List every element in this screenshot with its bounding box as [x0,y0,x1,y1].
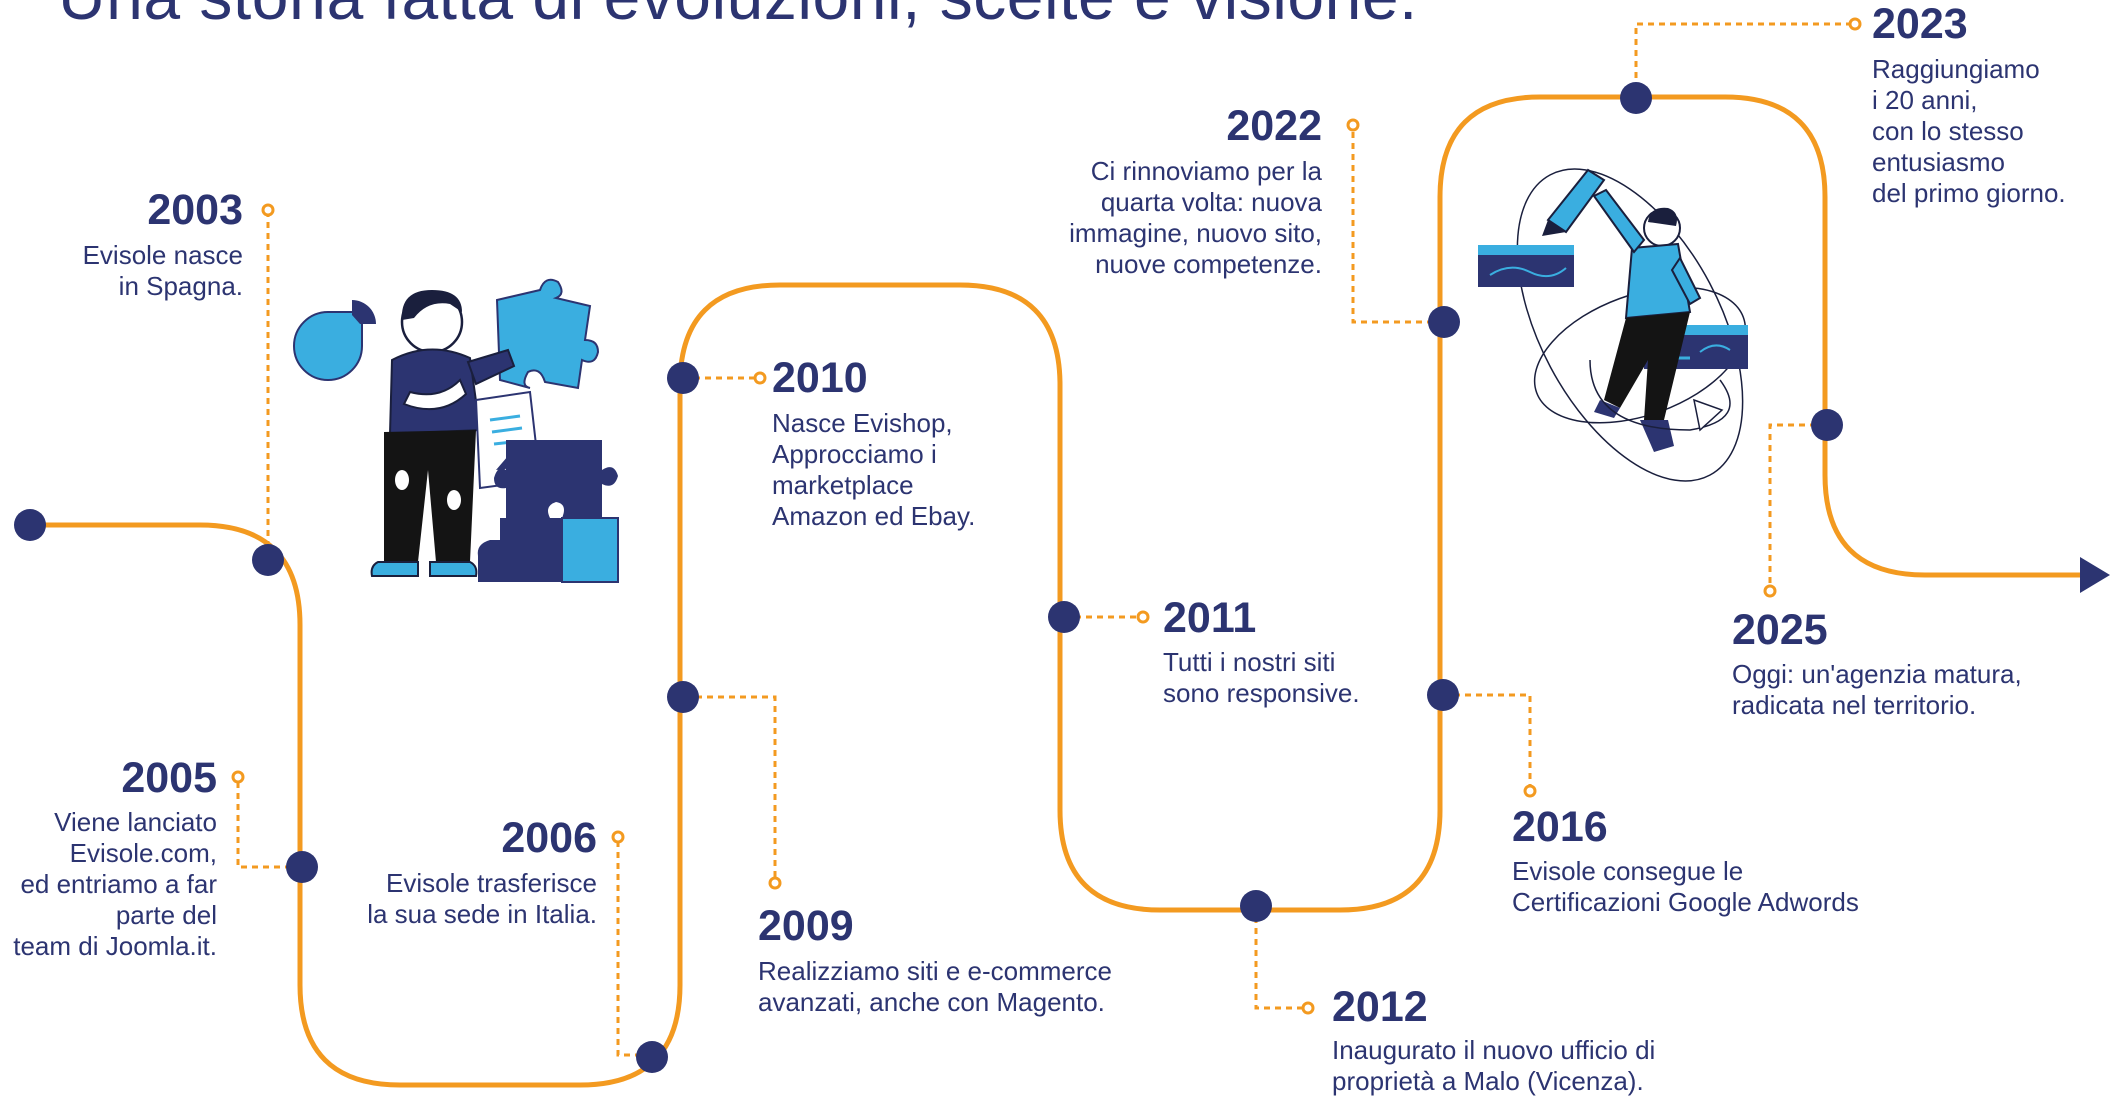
connector-2009 [685,695,777,880]
year-2003: 2003 [147,186,243,234]
node-2025 [1811,409,1843,441]
node-2009 [667,681,699,713]
desc-2012: Inaugurato il nuovo ufficio di proprietà… [1332,1035,1656,1096]
node-2010 [667,362,699,394]
connector-2006 [616,840,652,1057]
connector-2005 [236,780,302,869]
desc-2023: Raggiungiamo i 20 anni, con lo stesso en… [1872,54,2066,208]
node-2022 [1428,306,1460,338]
node-2005 [286,851,318,883]
year-2022: 2022 [1226,102,1322,150]
connector-2012 [1254,906,1305,1010]
connector-2016 [1443,693,1532,788]
person-with-pencil-illustration [1478,168,1748,482]
desc-2003: Evisole nasce in Spagna. [82,240,243,301]
puzzle-piece-held [495,278,600,390]
desc-2016: Evisole consegue le Certificazioni Googl… [1512,856,1859,917]
node-2006 [636,1041,668,1073]
node-2011 [1048,601,1080,633]
year-2012: 2012 [1332,983,1428,1031]
node-2003 [252,544,284,576]
node-2023 [1620,82,1652,114]
connector-rings [231,17,1862,1015]
connector-2022 [1351,128,1444,324]
desc-2011: Tutti i nostri siti sono responsive. [1163,647,1360,708]
timeline-nodes [14,82,1843,1073]
timeline-arrow-icon [2080,557,2110,593]
puzzle-stack [494,440,618,518]
year-2011: 2011 [1163,594,1257,642]
year-2023: 2023 [1872,0,1968,48]
desc-2022: Ci rinnoviamo per la quarta volta: nuova… [1069,156,1322,279]
year-2010: 2010 [772,354,868,402]
node-2016 [1427,679,1459,711]
desc-2005: Viene lanciato Evisole.com, ed entriamo … [13,807,217,961]
year-2005: 2005 [121,754,217,802]
person-with-puzzle-illustration [293,278,619,583]
year-2009: 2009 [758,902,854,950]
year-2025: 2025 [1732,606,1828,654]
start-node [14,509,46,541]
page-title: Una storia fatta di evoluzioni, scelte e… [58,0,1418,34]
pie-chart-icon [293,311,363,381]
pencil-icon [1546,168,1606,234]
desc-2010: Nasce Evishop, Approcciamo i marketplace… [772,408,976,531]
desc-2009: Realizziamo siti e e-commerce avanzati, … [758,956,1112,1017]
connector-2023 [1634,22,1852,100]
timeline-path [28,94,2082,1088]
year-2006: 2006 [501,814,597,862]
node-2012 [1240,890,1272,922]
desc-2025: Oggi: un'agenzia matura, radicata nel te… [1732,659,2022,720]
connector-2025 [1768,423,1827,588]
desc-2006: Evisole trasferisce la sua sede in Itali… [367,868,597,929]
year-2016: 2016 [1512,803,1608,851]
